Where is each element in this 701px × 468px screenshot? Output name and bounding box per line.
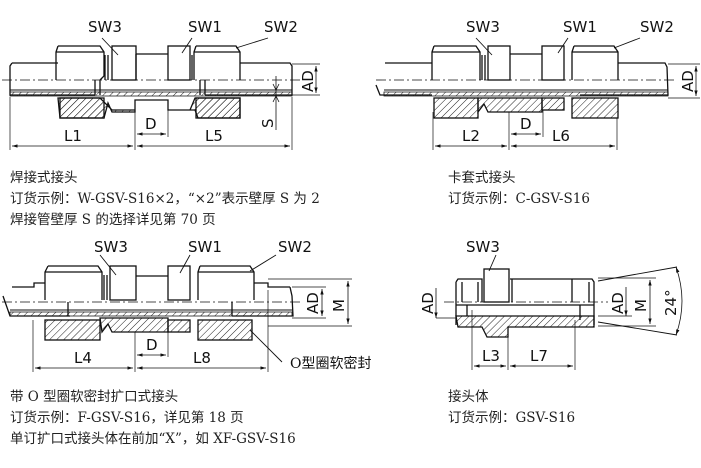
body-caption: 接头体 订货示例：GSV-S16 xyxy=(448,387,575,429)
label-seal: O型圈软密封 xyxy=(290,355,371,372)
caption-line: 订货示例：C-GSV-S16 xyxy=(448,191,590,207)
label-angle: 24° xyxy=(662,289,680,316)
welded-fitting-diagram xyxy=(2,37,320,150)
label-m: M xyxy=(632,299,650,312)
label-sw1: SW1 xyxy=(563,18,597,36)
label-d: D xyxy=(520,115,532,133)
welded-caption: 焊接式接头 订货示例：W-GSV-S16×2，“×2”表示壁厚 S 为 2 焊接… xyxy=(10,168,320,231)
label-sw3: SW3 xyxy=(466,238,500,256)
label-ad: AD xyxy=(304,292,322,314)
label-s: S xyxy=(259,118,277,128)
label-d: D xyxy=(146,336,158,354)
ferrule-fitting-diagram xyxy=(375,37,700,150)
body-labels: SW3 L3 L7 AD AD M 24° xyxy=(419,238,680,365)
label-l3: L3 xyxy=(482,347,500,365)
flared-caption: 带 O 型圈软密封扩口式接头 订货示例：F-GSV-S16，详见第 18 页 单… xyxy=(10,387,296,450)
caption-title: 焊接式接头 xyxy=(10,170,78,186)
nut-left xyxy=(44,265,103,300)
caption-line: 订货示例：F-GSV-S16，详见第 18 页 xyxy=(10,410,244,426)
label-l7: L7 xyxy=(530,347,548,365)
label-sw3: SW3 xyxy=(88,18,122,36)
body-sw3 xyxy=(487,45,511,81)
flared-fitting-diagram xyxy=(2,254,352,372)
label-sw3: SW3 xyxy=(466,18,500,36)
label-sw2: SW2 xyxy=(264,18,298,36)
caption-line: 单订扩口式接头体在前加“X”，如 XF-GSV-S16 xyxy=(10,431,296,447)
label-sw1: SW1 xyxy=(188,18,222,36)
flared-labels: SW3 SW1 SW2 L4 L8 D AD M O型圈软密封 xyxy=(74,238,371,372)
label-l8: L8 xyxy=(193,349,211,367)
label-l1: L1 xyxy=(64,127,82,145)
nut-right xyxy=(571,45,619,80)
label-sw3: SW3 xyxy=(94,238,128,256)
nut-left xyxy=(431,45,481,80)
label-l2: L2 xyxy=(462,127,480,145)
label-ad: AD xyxy=(299,70,317,92)
angle-arc xyxy=(675,266,683,336)
label-ad: AD xyxy=(679,70,697,92)
label-l6: L6 xyxy=(552,127,570,145)
label-d: D xyxy=(145,115,157,133)
label-ad-right: AD xyxy=(609,292,627,314)
body-sw1 xyxy=(167,45,191,81)
body-sw1 xyxy=(167,265,191,301)
nut-sw3-body xyxy=(111,45,137,81)
ferrule-labels: SW3 SW1 SW2 L2 L6 D AD xyxy=(462,18,697,145)
caption-title: 带 O 型圈软密封扩口式接头 xyxy=(10,389,179,405)
label-l4: L4 xyxy=(74,349,92,367)
nut-right xyxy=(197,265,290,300)
body-diagram xyxy=(434,254,683,370)
body-sw3 xyxy=(109,265,137,301)
nut-sw3-left xyxy=(55,45,105,81)
label-ad-left: AD xyxy=(419,292,437,314)
caption-title: 卡套式接头 xyxy=(448,170,516,186)
caption-line: 订货示例：GSV-S16 xyxy=(448,410,576,426)
welded-labels: SW3 SW1 SW2 L1 L5 D AD S xyxy=(64,18,317,145)
section-hatch xyxy=(9,91,293,97)
hex-sw3 xyxy=(483,268,510,303)
label-sw2: SW2 xyxy=(278,238,312,256)
ferrule-caption: 卡套式接头 订货示例：C-GSV-S16 xyxy=(448,168,590,210)
caption-title: 接头体 xyxy=(448,389,489,405)
seal-leader xyxy=(249,329,283,363)
caption-line: 订货示例：W-GSV-S16×2，“×2”表示壁厚 S 为 2 xyxy=(10,191,320,207)
nut-sw2 xyxy=(191,45,241,80)
label-l5: L5 xyxy=(205,127,223,145)
body-sw1 xyxy=(541,45,565,81)
label-m: M xyxy=(330,299,348,312)
label-sw2: SW2 xyxy=(640,18,674,36)
label-sw1: SW1 xyxy=(188,238,222,256)
caption-line: 焊接管壁厚 S 的选择详见第 70 页 xyxy=(10,212,216,228)
